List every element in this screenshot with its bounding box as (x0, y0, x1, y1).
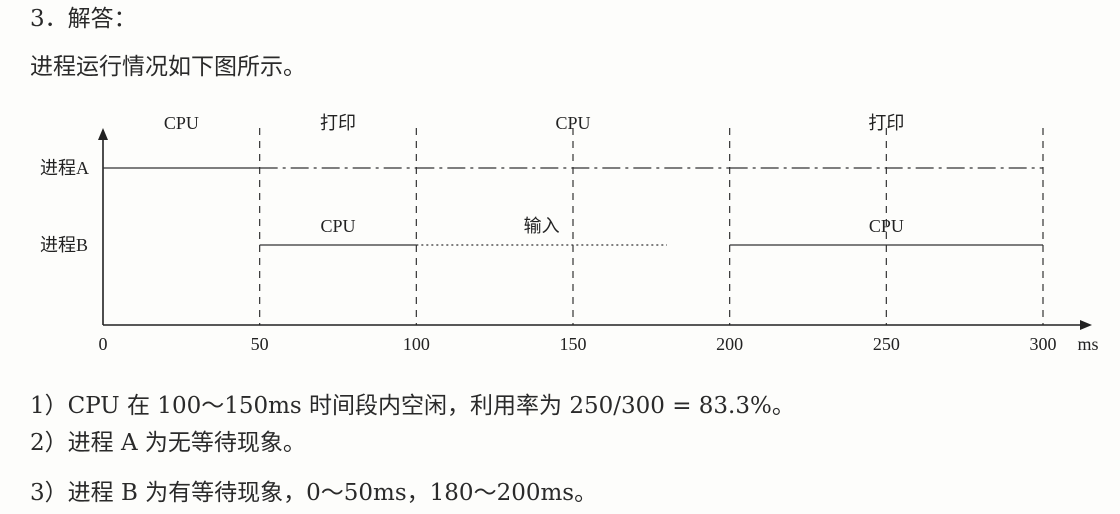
answer-3: 3）进程 B 为有等待现象，0～50ms，180～200ms。 (30, 480, 598, 506)
tick-label: 200 (716, 334, 743, 354)
process-a-segment-label: CPU (555, 113, 590, 133)
time-gridlines (259, 128, 1044, 325)
answer-2: 2）进程 A 为无等待现象。 (30, 430, 306, 456)
process-b-segment-label: 输入 (524, 216, 560, 236)
tick-labels: 0 50 100 150 200 250 300 ms (99, 334, 1099, 354)
answer-1: 1）CPU 在 100～150ms 时间段内空闲，利用率为 250/300 = … (30, 393, 795, 419)
tick-label: 0 (99, 334, 108, 354)
tick-label: 250 (873, 334, 900, 354)
axis-unit: ms (1077, 334, 1098, 354)
axes (98, 128, 1092, 330)
tick-label: 50 (251, 334, 269, 354)
process-b-segment-label: CPU (869, 216, 904, 236)
process-a-label: 进程A (40, 158, 89, 178)
tick-label: 100 (403, 334, 430, 354)
x-axis-arrow (1080, 320, 1092, 330)
process-a-segment-label: 打印 (868, 113, 904, 133)
tick-label: 150 (560, 334, 587, 354)
segment-labels: CPU 打印 CPU 打印 CPU 输入 CPU 进程A 进程B (40, 113, 904, 255)
process-b-segment-label: CPU (320, 216, 355, 236)
question-heading: 3．解答： (30, 6, 137, 32)
tick-label: 300 (1030, 334, 1057, 354)
y-axis-arrow (98, 128, 108, 140)
process-b-label: 进程B (40, 235, 88, 255)
process-a-segment-label: CPU (164, 113, 199, 133)
intro-text: 进程运行情况如下图所示。 (30, 54, 306, 80)
process-a-segment-label: 打印 (320, 113, 356, 133)
